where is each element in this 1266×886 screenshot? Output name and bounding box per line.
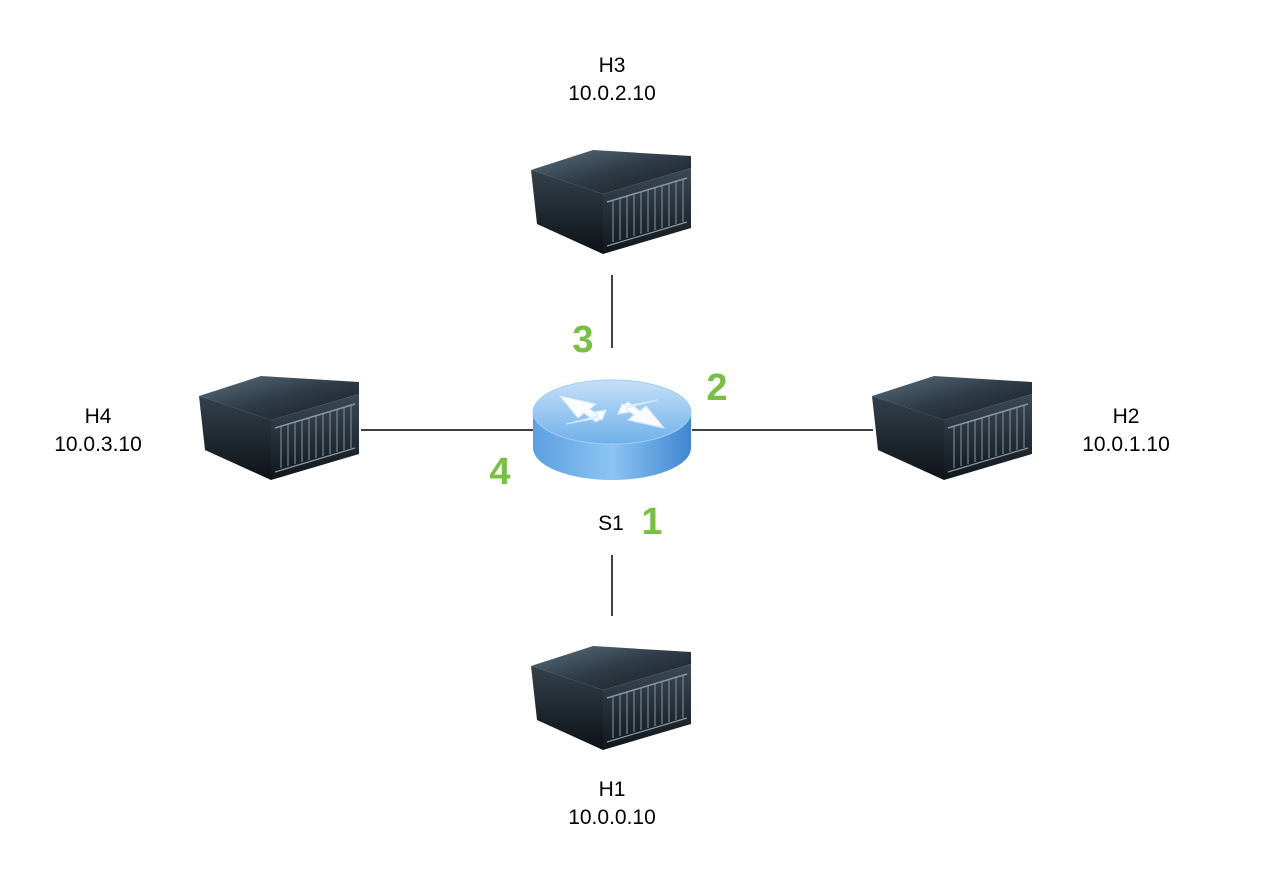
host-name: H1 <box>598 778 626 801</box>
host-name: H4 <box>84 405 112 428</box>
host-name: H2 <box>1112 405 1140 428</box>
router-switch-icon <box>532 379 692 480</box>
port-label-4: 4 <box>489 451 511 493</box>
host-ip: 10.0.0.10 <box>568 806 656 829</box>
server-icon-h1 <box>530 645 692 751</box>
host-name: H3 <box>598 54 626 77</box>
host-ip: 10.0.2.10 <box>568 82 656 105</box>
host-label-h2: H2 10.0.1.10 <box>1026 403 1226 459</box>
host-label-h3: H3 10.0.2.10 <box>512 52 712 108</box>
host-ip: 10.0.3.10 <box>54 433 142 456</box>
switch-label: S1 <box>598 512 624 535</box>
port-label-1: 1 <box>641 501 663 543</box>
port-label-2: 2 <box>706 367 728 409</box>
port-label-3: 3 <box>572 319 594 361</box>
server-icon-h2 <box>871 375 1033 481</box>
host-ip: 10.0.1.10 <box>1082 433 1170 456</box>
host-label-h4: H4 10.0.3.10 <box>0 403 198 459</box>
server-icon-h3 <box>530 149 692 255</box>
host-label-h1: H1 10.0.0.10 <box>512 776 712 832</box>
server-icon-h4 <box>198 375 360 481</box>
